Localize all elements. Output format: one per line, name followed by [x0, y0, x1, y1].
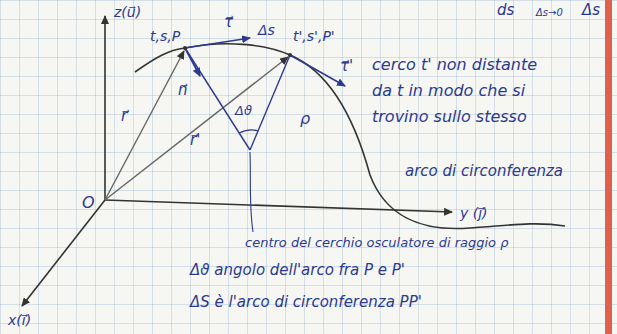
radius-line [250, 55, 290, 150]
tangent-vector [290, 55, 345, 86]
x-axis [22, 200, 105, 306]
formula-text: ds [497, 2, 514, 19]
position-vector [105, 57, 288, 200]
vector-label: r⃗ [121, 108, 127, 125]
leader-line [250, 152, 253, 232]
y-axis [105, 200, 452, 212]
tangent-vector [185, 38, 250, 48]
note-text: centro del cerchio osculatore di raggio … [245, 236, 508, 251]
vector-label: r⃗' [190, 132, 200, 149]
note-text: trovino sullo stesso [372, 108, 527, 126]
axis-label: y (j⃗) [460, 205, 488, 221]
point-p [183, 46, 187, 50]
axis-label: x(i⃗) [8, 312, 31, 328]
axis-label: z(u⃗) [114, 4, 141, 20]
origin-label: O [82, 194, 95, 212]
radius-line [185, 48, 250, 150]
note-text: da t in modo che si [372, 82, 525, 100]
formula-text: Δs→0 [536, 7, 563, 19]
note-text: Δϑ angolo dell'arco fra P e P' [190, 262, 405, 279]
note-text: arco di circonferenza [405, 163, 563, 180]
margin-line [605, 0, 612, 334]
radius-label: ρ [300, 110, 310, 128]
z-axis [104, 16, 106, 200]
note-text: ΔS è l'arco di circonferenza PP' [190, 294, 422, 311]
angle-arc [239, 130, 258, 133]
angle-label: Δϑ [235, 104, 252, 119]
point-label: t',s',P' [293, 28, 335, 44]
note-text: cerco t' non distante [372, 56, 537, 74]
formula-text: Δs [582, 2, 600, 19]
position-vector [105, 51, 184, 200]
point-label: t,s,P [150, 28, 180, 44]
vector-label: τ⃗' [340, 58, 353, 75]
space-curve [135, 44, 565, 229]
vector-label: n⃗ [178, 82, 188, 99]
arc-label: Δs [258, 22, 275, 38]
normal-vector [185, 48, 200, 76]
point-p-prime [288, 53, 292, 57]
vector-label: τ⃗ [224, 14, 233, 31]
